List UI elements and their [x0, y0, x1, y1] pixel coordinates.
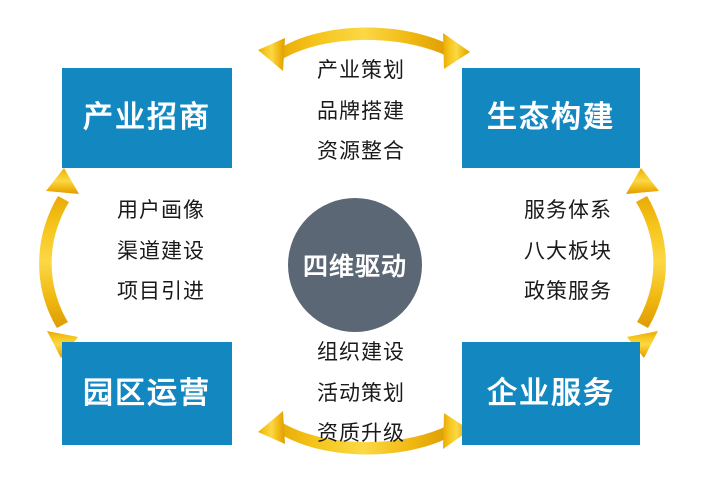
node-label: 企业服务 — [487, 376, 615, 410]
edge-label-group-right: 服务体系 八大板块 政策服务 — [505, 200, 631, 302]
node-label: 园区运营 — [83, 376, 211, 410]
node-label: 生态构建 — [487, 101, 615, 134]
edge-label-line: 八大板块 — [524, 239, 612, 263]
edge-label-line: 渠道建设 — [117, 239, 205, 263]
edge-label-line: 资质升级 — [317, 422, 405, 445]
edge-label-line: 项目引进 — [117, 280, 205, 303]
center-circle: 四维驱动 — [288, 198, 422, 332]
node-label: 产业招商 — [83, 101, 211, 134]
edge-label-line: 品牌搭建 — [317, 99, 405, 123]
edge-label-group-bottom: 组织建设 活动策划 资质升级 — [296, 342, 426, 444]
node-box-industry-investment[interactable]: 产业招商 — [62, 68, 232, 168]
edge-label-line: 资源整合 — [317, 140, 405, 163]
edge-label-line: 用户画像 — [117, 199, 205, 222]
arrow-left — [39, 168, 79, 358]
edge-label-line: 组织建设 — [317, 341, 405, 364]
edge-label-line: 服务体系 — [524, 199, 612, 222]
edge-label-line: 产业策划 — [317, 59, 405, 82]
node-box-park-operation[interactable]: 园区运营 — [62, 342, 232, 445]
edge-label-group-top: 产业策划 品牌搭建 资源整合 — [296, 60, 426, 162]
edge-label-line: 活动策划 — [317, 381, 405, 405]
edge-label-line: 政策服务 — [524, 280, 612, 303]
node-box-ecosystem-building[interactable]: 生态构建 — [462, 68, 640, 168]
center-label: 四维驱动 — [302, 253, 407, 281]
edge-label-group-left: 用户画像 渠道建设 项目引进 — [98, 200, 224, 302]
arrow-right — [626, 168, 666, 358]
node-box-enterprise-service[interactable]: 企业服务 — [462, 342, 640, 445]
